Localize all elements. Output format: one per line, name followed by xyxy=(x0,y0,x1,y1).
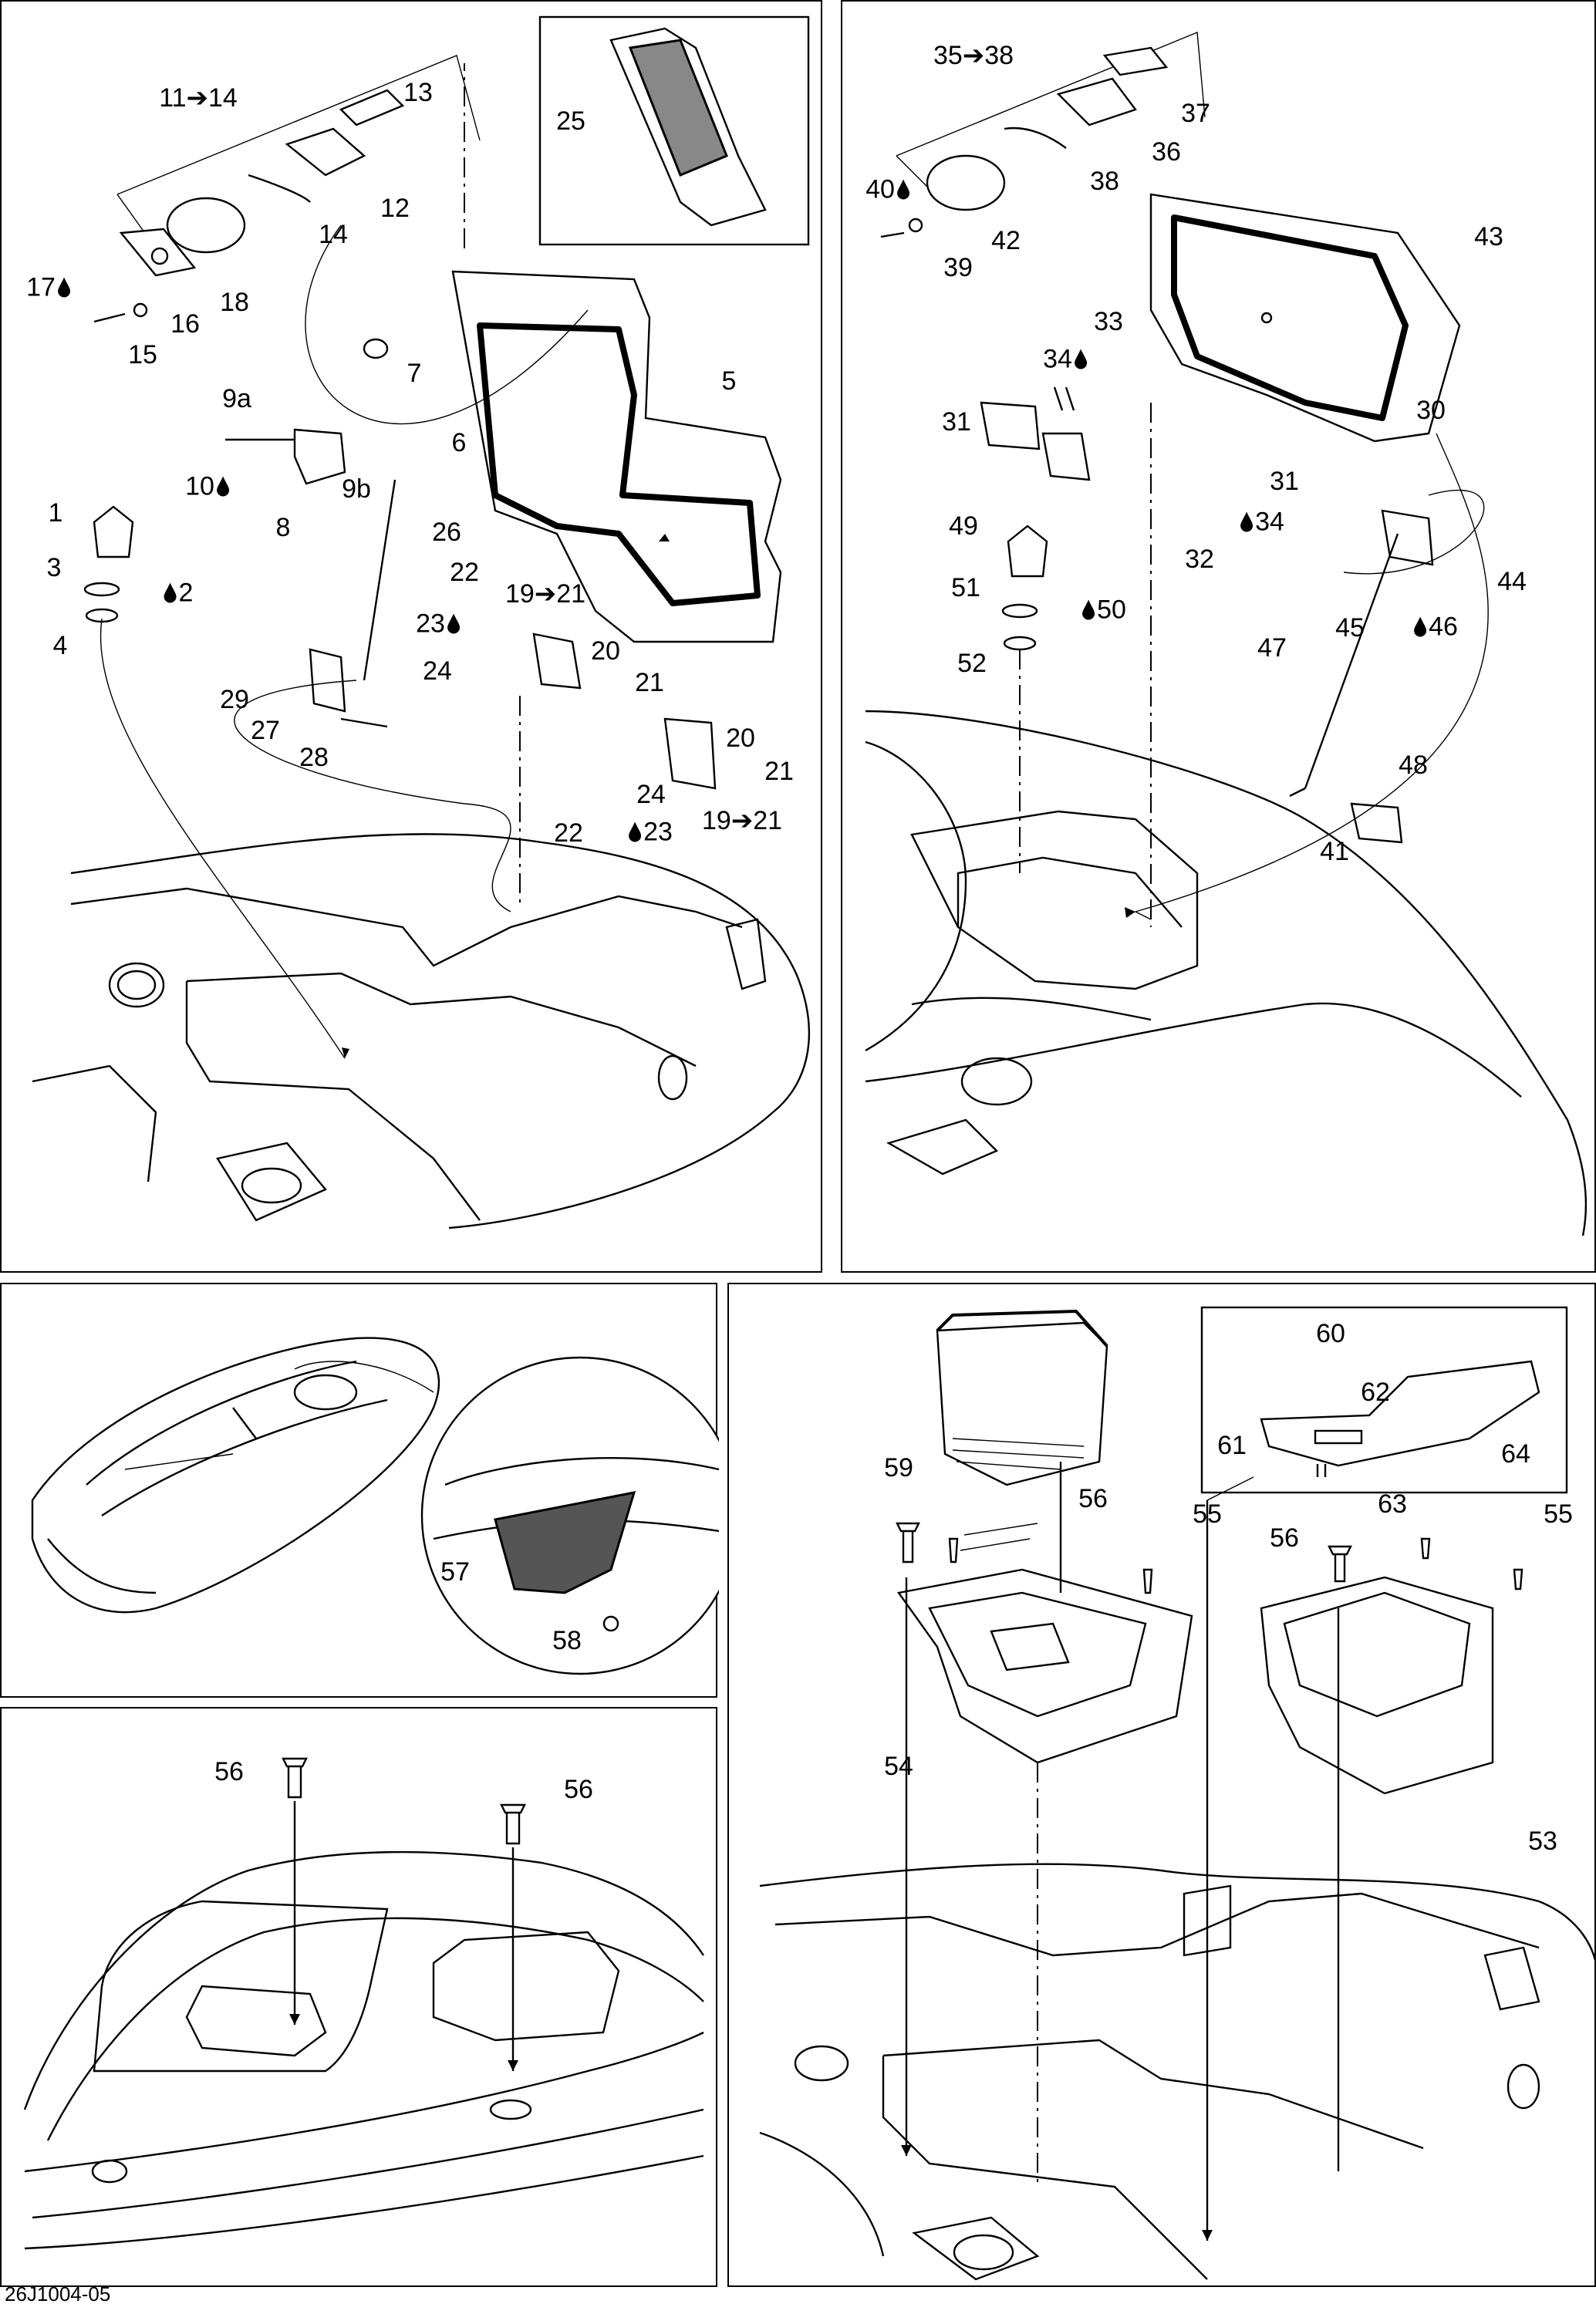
callout-12: 12 xyxy=(380,194,410,223)
callout-4: 4 xyxy=(52,631,68,660)
callout-14: 14 xyxy=(319,220,348,249)
drop-icon xyxy=(1240,511,1254,538)
callout-24a: 24 xyxy=(423,656,452,686)
callout-19-21a: 19➔21 xyxy=(504,579,586,609)
callout-55a: 55 xyxy=(1193,1499,1222,1529)
callout-35-38: 35➔38 xyxy=(933,41,1014,70)
panel-bottom-left: 56 56 xyxy=(0,1707,717,2287)
callout-7: 7 xyxy=(407,359,422,388)
callout-56b: 56 xyxy=(564,1775,593,1804)
drop-icon xyxy=(1413,616,1427,643)
callout-30: 30 xyxy=(1416,396,1446,425)
drop-icon xyxy=(216,476,230,502)
drop-icon xyxy=(1081,599,1095,626)
callout-8: 8 xyxy=(275,513,291,542)
callout-24b: 24 xyxy=(636,780,666,809)
callout-57: 57 xyxy=(440,1557,470,1587)
callout-59: 59 xyxy=(884,1453,913,1483)
callout-31a: 31 xyxy=(942,407,971,437)
middle-left-drawing xyxy=(31,1337,719,1675)
callout-40: 40 xyxy=(865,177,912,205)
callout-56c: 56 xyxy=(1078,1484,1108,1513)
callout-52: 52 xyxy=(957,649,987,678)
bottom-left-drawing xyxy=(23,1757,704,2250)
bottom-right-drawing xyxy=(759,1306,1596,2281)
callout-22b: 22 xyxy=(554,818,583,848)
panel-top-left: 11➔14 13 12 14 18 17 16 15 25 5 6 7 9a 1… xyxy=(0,0,822,1273)
callout-34b: 34 xyxy=(1238,509,1284,538)
callout-38: 38 xyxy=(1090,167,1119,196)
callout-1: 1 xyxy=(48,498,63,528)
callout-36: 36 xyxy=(1152,137,1181,167)
callout-43: 43 xyxy=(1474,222,1503,251)
callout-11-14: 11➔14 xyxy=(159,83,238,113)
callout-51: 51 xyxy=(951,573,980,602)
callout-22a: 22 xyxy=(450,558,479,587)
drop-icon xyxy=(896,179,910,205)
callout-18: 18 xyxy=(220,288,249,317)
callout-10: 10 xyxy=(185,474,231,502)
panel-bottom-right: 60 62 61 64 63 59 56 55 56 55 54 53 xyxy=(727,1283,1596,2287)
callout-19-21b: 19➔21 xyxy=(701,806,783,835)
callout-58: 58 xyxy=(552,1626,582,1655)
panel-middle-left: 57 58 xyxy=(0,1283,719,1698)
callout-46: 46 xyxy=(1412,614,1458,643)
callout-23b: 23 xyxy=(626,819,673,848)
callout-56d: 56 xyxy=(1270,1523,1299,1553)
callout-37: 37 xyxy=(1181,99,1210,128)
callout-34a: 34 xyxy=(1043,346,1089,375)
callout-15: 15 xyxy=(128,340,157,369)
callout-20a: 20 xyxy=(591,636,620,666)
callout-62: 62 xyxy=(1361,1378,1390,1407)
top-right-drawing xyxy=(865,31,1588,1236)
callout-42: 42 xyxy=(991,226,1021,255)
drop-icon xyxy=(57,277,71,303)
panel-top-right: 35➔38 37 36 38 40 42 39 43 33 34 30 31 3… xyxy=(841,0,1596,1273)
drop-icon xyxy=(447,613,461,639)
callout-9a: 9a xyxy=(222,384,251,413)
callout-20b: 20 xyxy=(726,724,755,753)
callout-23a: 23 xyxy=(416,611,462,639)
callout-26: 26 xyxy=(432,518,461,547)
figure-id: 26J1004-05 xyxy=(5,2282,111,2306)
callout-53: 53 xyxy=(1528,1827,1557,1856)
callout-60: 60 xyxy=(1316,1319,1345,1348)
callout-33: 33 xyxy=(1094,307,1123,336)
callout-29: 29 xyxy=(220,685,249,714)
drop-icon xyxy=(1074,349,1088,375)
callout-17: 17 xyxy=(26,275,73,303)
drop-icon xyxy=(628,821,642,848)
callout-27: 27 xyxy=(251,716,280,745)
callout-25: 25 xyxy=(556,106,585,136)
callout-49: 49 xyxy=(949,511,978,541)
callout-55b: 55 xyxy=(1544,1499,1573,1529)
callout-9b: 9b xyxy=(342,474,371,504)
callout-32: 32 xyxy=(1185,545,1214,574)
callout-50: 50 xyxy=(1080,597,1126,626)
callout-21b: 21 xyxy=(764,757,794,786)
top-left-drawing xyxy=(32,15,810,1230)
drop-icon xyxy=(164,582,177,609)
callout-64: 64 xyxy=(1501,1439,1530,1469)
callout-41: 41 xyxy=(1320,837,1349,866)
callout-61: 61 xyxy=(1217,1431,1247,1460)
callout-54: 54 xyxy=(884,1752,913,1781)
callout-16: 16 xyxy=(170,309,200,339)
callout-31b: 31 xyxy=(1270,467,1299,496)
callout-28: 28 xyxy=(299,743,329,772)
callout-2: 2 xyxy=(162,580,193,609)
callout-47: 47 xyxy=(1257,633,1287,663)
callout-21a: 21 xyxy=(635,668,664,697)
callout-44: 44 xyxy=(1497,567,1527,596)
callout-3: 3 xyxy=(46,553,62,582)
callout-63: 63 xyxy=(1378,1489,1407,1519)
callout-39: 39 xyxy=(943,253,973,282)
callout-6: 6 xyxy=(451,428,467,457)
callout-13: 13 xyxy=(403,78,433,107)
callout-48: 48 xyxy=(1399,751,1428,780)
callout-5: 5 xyxy=(721,366,737,396)
callout-56a: 56 xyxy=(214,1757,244,1786)
callout-45: 45 xyxy=(1335,613,1365,643)
